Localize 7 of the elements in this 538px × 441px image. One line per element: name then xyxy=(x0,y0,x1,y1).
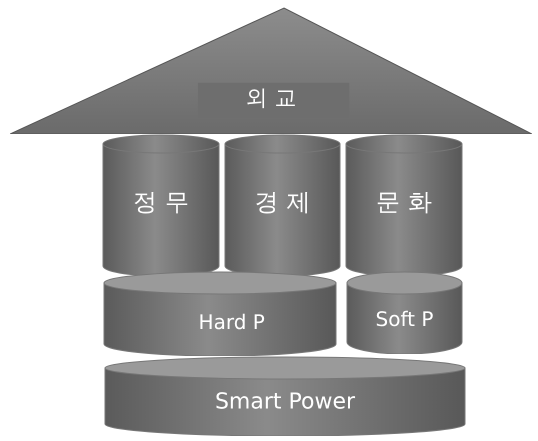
base-label: Soft P xyxy=(376,307,434,332)
foundation-label: Smart Power xyxy=(214,390,356,415)
roof-label: 외 교 xyxy=(246,85,296,114)
pillar-label: 문 화 xyxy=(376,187,432,218)
base-label: Hard P xyxy=(198,310,265,334)
pillar-label: 경 제 xyxy=(254,187,310,218)
pillar-label: 정 무 xyxy=(133,187,189,218)
